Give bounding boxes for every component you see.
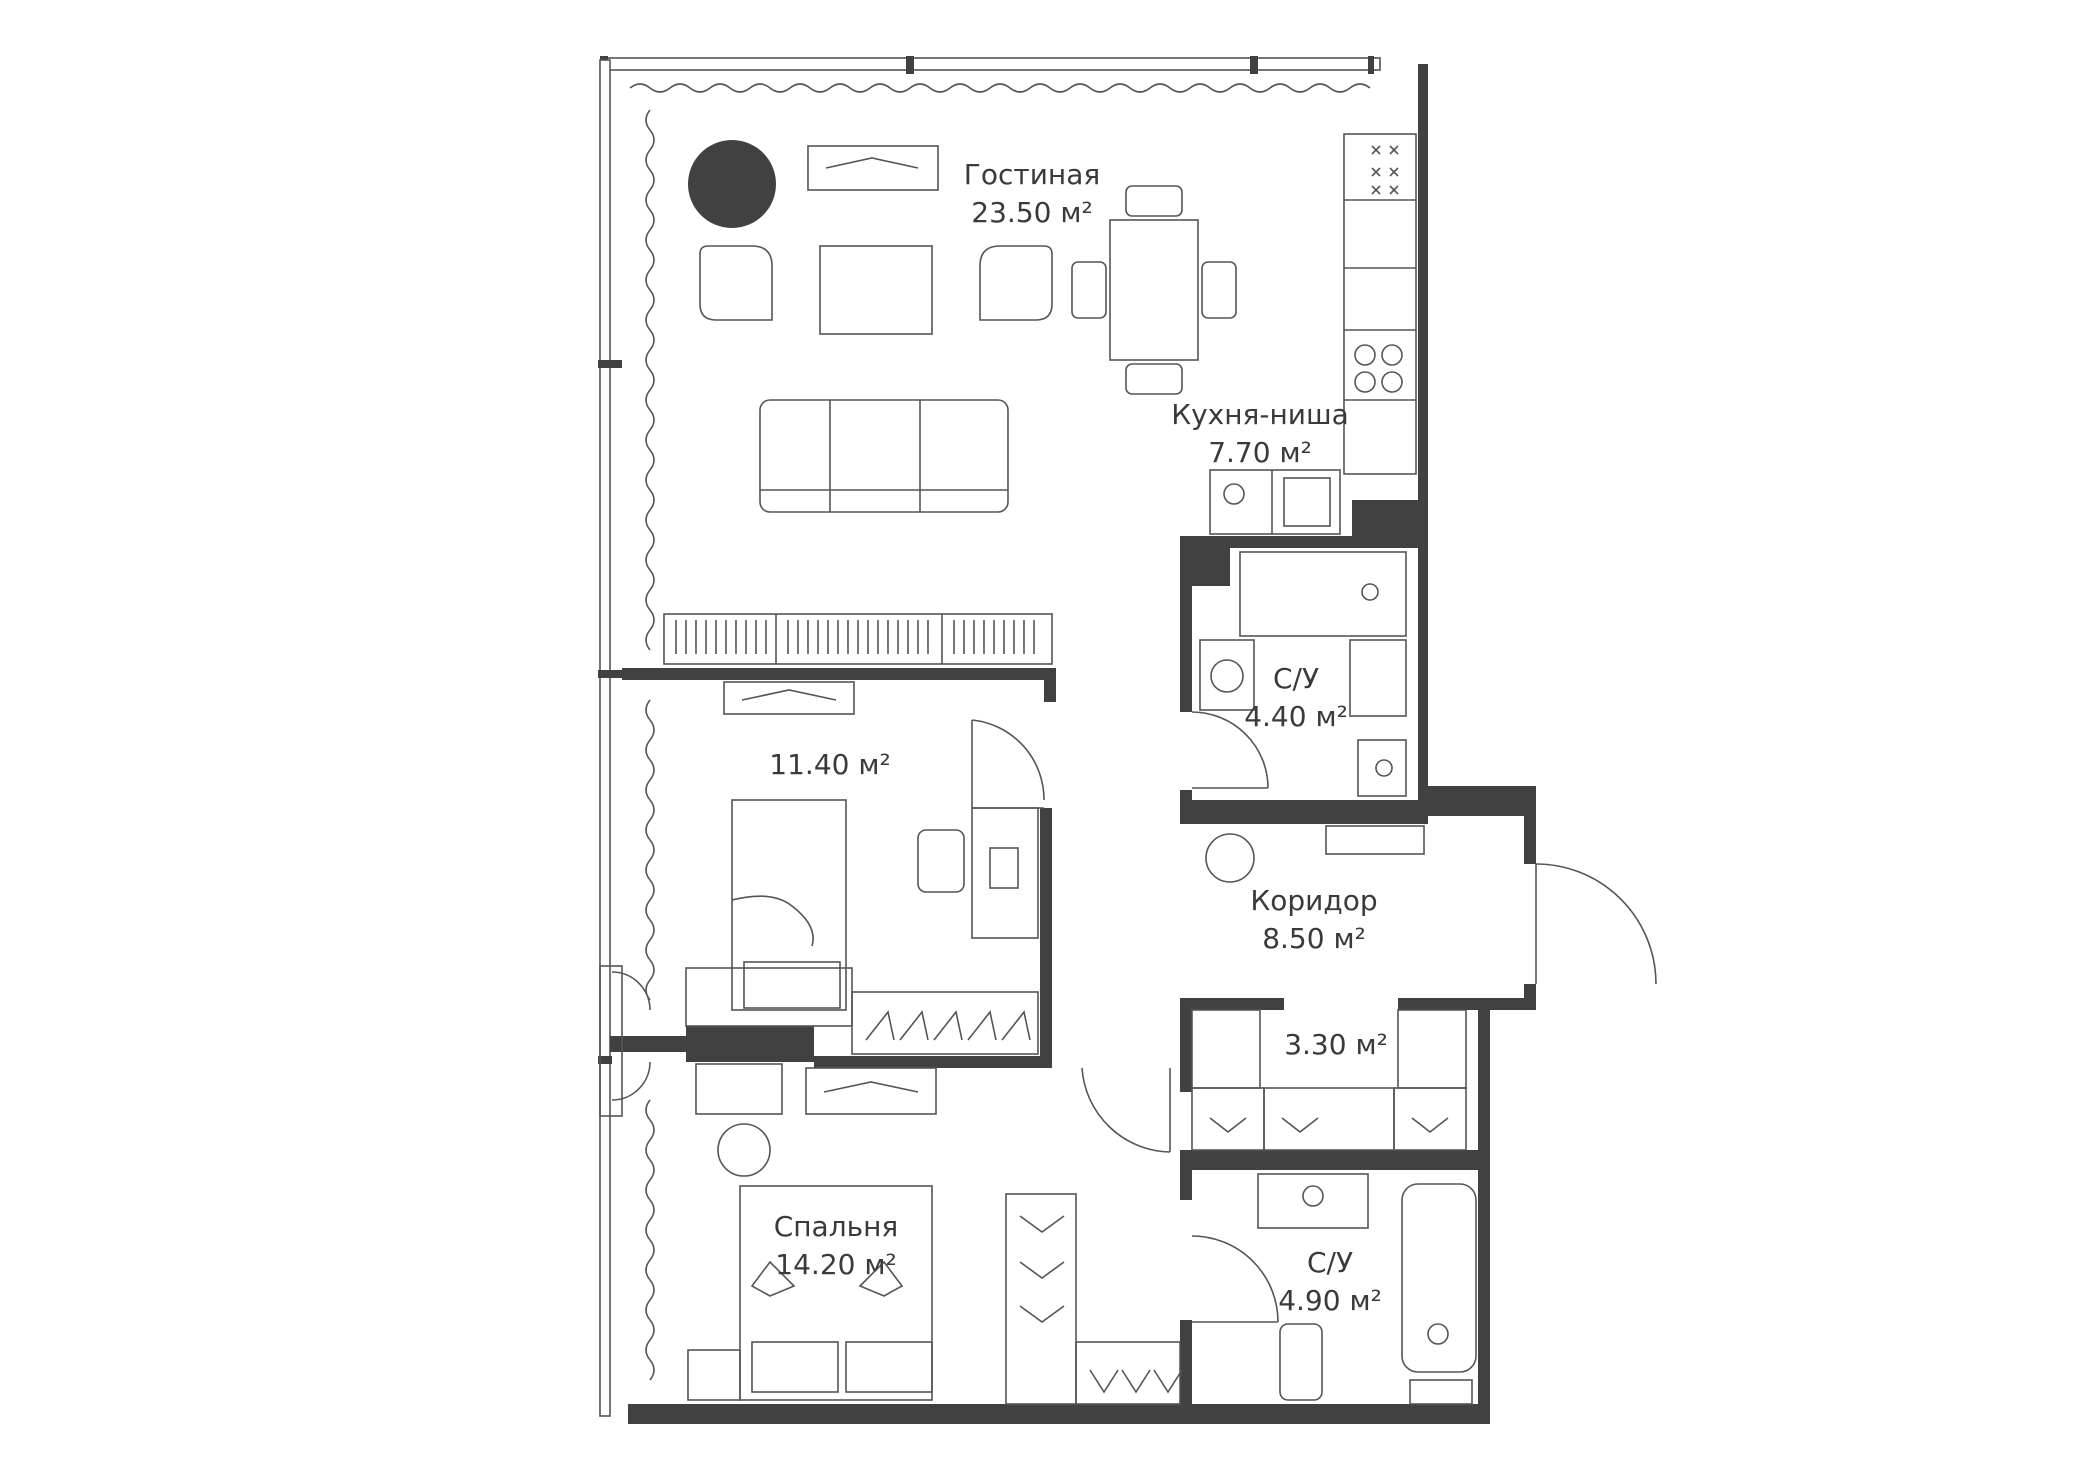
plant-pot [688,140,776,228]
kitchen-furniture [1209,133,1417,535]
corridor-area: 8.50 м² [1262,922,1366,955]
bath2-area: 4.90 м² [1278,1284,1382,1317]
bedroom-area: 14.20 м² [775,1248,896,1281]
living-furniture [663,140,1237,665]
bedroom-furniture [687,1063,1183,1405]
bath1-fixtures [1191,551,1407,797]
bath1-name: С/У [1273,662,1319,695]
kitchen-name: Кухня-ниша [1171,398,1349,431]
living-room-name: Гостиная [964,158,1100,191]
curtains [629,83,1371,1381]
living-room-area: 23.50 м² [971,196,1092,229]
room2-furniture [685,681,1045,1055]
bedroom-name: Спальня [774,1210,899,1243]
bath2-fixtures [1191,1173,1477,1405]
closet-fixtures [1191,1009,1467,1151]
window-door [599,965,651,1117]
room-labels: Гостиная 23.50 м² Кухня-ниша 7.70 м² С/У… [769,158,1388,1317]
corridor-name: Коридор [1250,884,1377,917]
kitchen-area: 7.70 м² [1208,436,1312,469]
corridor-fixtures [1205,825,1657,985]
room2-area: 11.40 м² [769,748,890,781]
closet-area: 3.30 м² [1284,1028,1388,1061]
bath2-name: С/У [1307,1246,1353,1279]
walls [598,56,1536,1424]
bath1-area: 4.40 м² [1244,700,1348,733]
